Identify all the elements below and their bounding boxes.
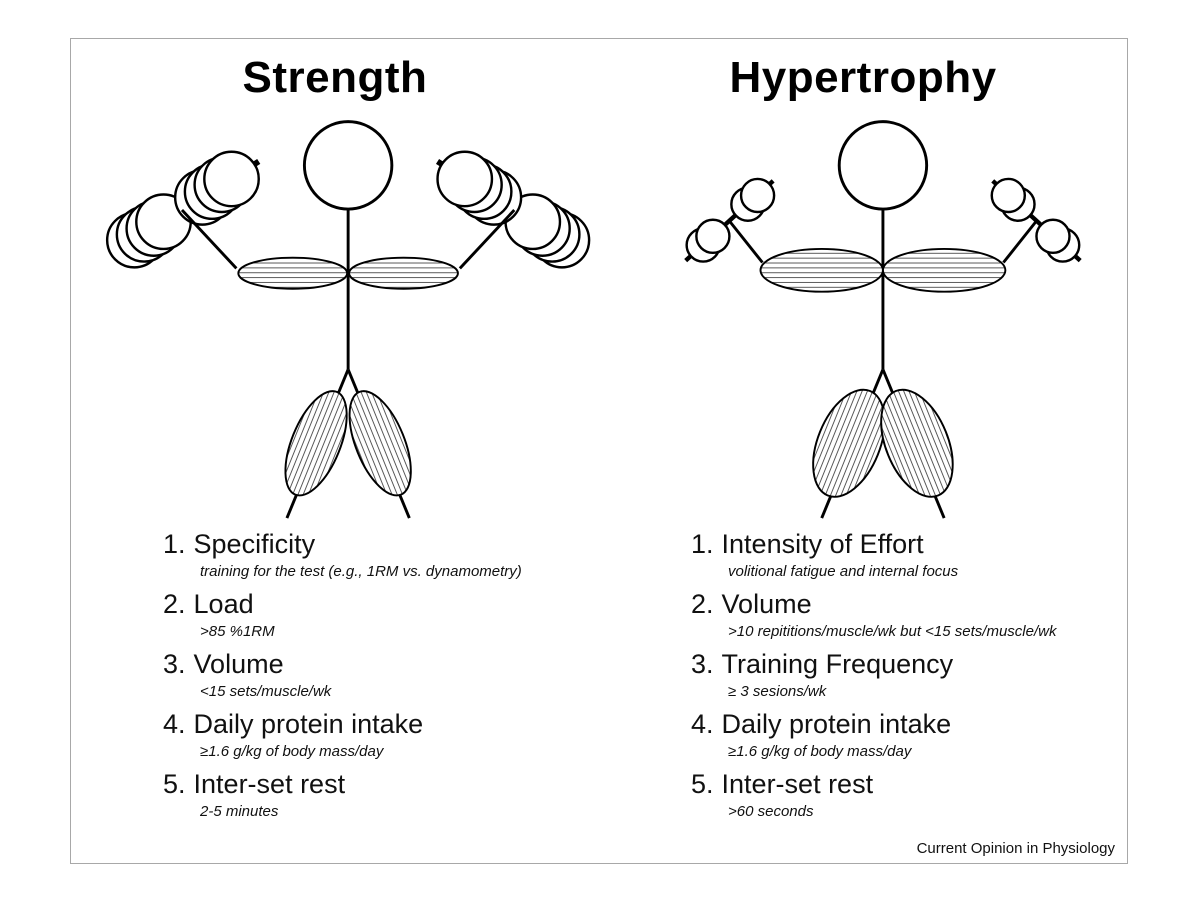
- item-label: Daily protein intake: [193, 709, 424, 740]
- thigh-muscle-left: [811, 388, 886, 498]
- item-number: 1.: [163, 529, 186, 559]
- item-detail: >10 repititions/muscle/wk but <15 sets/m…: [728, 623, 1057, 641]
- item-label: Training Frequency: [721, 649, 954, 680]
- journal-caption: Current Opinion in Physiology: [916, 840, 1115, 857]
- dumbbell-light-right: [990, 177, 1082, 263]
- figure-frame: Strength: [70, 38, 1128, 864]
- item-number: 4.: [691, 709, 714, 740]
- hypertrophy-list: 1.Intensity of Effort volitional fatigue…: [599, 529, 1127, 820]
- item-label: Load: [193, 589, 254, 620]
- panel-hypertrophy: Hypertrophy: [599, 39, 1127, 863]
- arm-muscle-left: [759, 247, 884, 293]
- list-item: 2.Load >85 %1RM: [163, 589, 589, 640]
- arm-muscle-right: [881, 247, 1006, 293]
- thigh-muscle-right: [879, 388, 954, 498]
- item-number: 2.: [691, 589, 714, 620]
- item-label: Volume: [193, 649, 284, 680]
- item-detail: ≥1.6 g/kg of body mass/day: [728, 743, 912, 761]
- forearms: [726, 218, 1039, 264]
- list-item: 5.Inter-set rest 2-5 minutes: [163, 769, 589, 820]
- item-detail: volitional fatigue and internal focus: [728, 563, 959, 581]
- thigh-muscle-left: [283, 390, 348, 497]
- panel-strength: Strength: [71, 39, 599, 863]
- thigh-muscle-right: [348, 390, 412, 497]
- panel-title-strength: Strength: [242, 53, 428, 102]
- forearms: [180, 209, 515, 270]
- head: [837, 120, 928, 211]
- item-detail: ≥1.6 g/kg of body mass/day: [200, 743, 384, 761]
- item-number: 4.: [163, 709, 186, 740]
- list-item: 3.Volume <15 sets/muscle/wk: [163, 649, 589, 700]
- dumbbell-heavy-left: [105, 150, 260, 269]
- list-item: 1.Specificity training for the test (e.g…: [163, 529, 589, 580]
- item-number: 1.: [691, 529, 714, 559]
- arm-muscle-left: [236, 256, 348, 290]
- list-item: 1.Intensity of Effort volitional fatigue…: [691, 529, 1117, 580]
- item-label: Specificity: [193, 529, 316, 559]
- item-label: Volume: [721, 589, 812, 620]
- panel-title-hypertrophy: Hypertrophy: [729, 53, 997, 102]
- head: [302, 120, 393, 211]
- item-detail: 2-5 minutes: [200, 803, 279, 821]
- item-label: Intensity of Effort: [721, 529, 924, 559]
- item-label: Inter-set rest: [721, 769, 874, 800]
- item-number: 3.: [163, 649, 186, 680]
- item-label: Daily protein intake: [721, 709, 952, 740]
- item-number: 3.: [691, 649, 714, 680]
- list-item: 2.Volume >10 repititions/muscle/wk but <…: [691, 589, 1117, 640]
- item-number: 5.: [691, 769, 714, 800]
- strength-list: 1.Specificity training for the test (e.g…: [71, 529, 599, 820]
- strength-stick-figure-illustration: [105, 120, 590, 519]
- list-item: 3.Training Frequency ≥ 3 sesions/wk: [691, 649, 1117, 700]
- list-item: 4.Daily protein intake ≥1.6 g/kg of body…: [163, 709, 589, 760]
- item-label: Inter-set rest: [193, 769, 346, 800]
- arm-muscle-right: [347, 256, 459, 290]
- item-detail: >85 %1RM: [200, 623, 275, 641]
- item-detail: <15 sets/muscle/wk: [200, 683, 332, 701]
- item-detail: training for the test (e.g., 1RM vs. dyn…: [200, 563, 522, 581]
- item-detail: >60 seconds: [728, 803, 814, 821]
- item-number: 5.: [163, 769, 186, 800]
- hypertrophy-stick-figure-illustration: [683, 120, 1082, 519]
- item-number: 2.: [163, 589, 186, 620]
- panels-container: Strength: [71, 39, 1127, 863]
- list-item: 4.Daily protein intake ≥1.6 g/kg of body…: [691, 709, 1117, 760]
- item-detail: ≥ 3 sesions/wk: [728, 683, 827, 701]
- dumbbell-heavy-right: [435, 150, 590, 269]
- list-item: 5.Inter-set rest >60 seconds: [691, 769, 1117, 820]
